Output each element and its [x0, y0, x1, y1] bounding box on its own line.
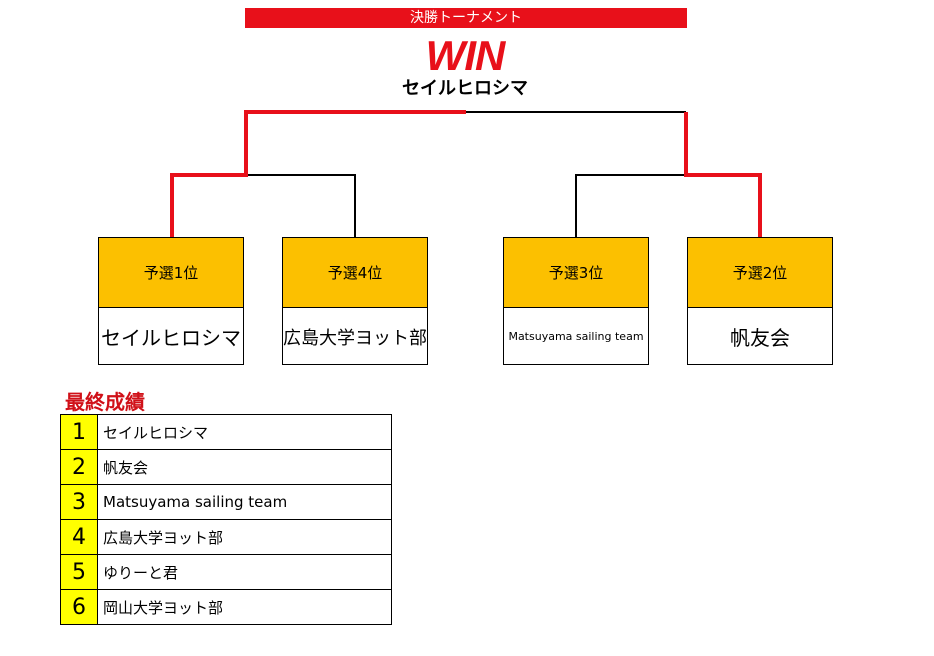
team-cell: 広島大学ヨット部	[97, 519, 392, 555]
team-cell: 岡山大学ヨット部	[97, 589, 392, 625]
table-row: 6 岡山大学ヨット部	[60, 589, 392, 625]
team-name: 広島大学ヨット部	[283, 327, 427, 349]
bracket-line-seed3	[575, 174, 686, 238]
bracket-line-seed1-win	[170, 110, 466, 238]
team-cell: ゆりーと君	[97, 554, 392, 590]
seed-label: 予選1位	[99, 238, 243, 308]
team-name: Matsuyama sailing team	[508, 330, 644, 343]
seed-label: 予選3位	[504, 238, 648, 308]
team-cell: Matsuyama sailing team	[97, 484, 392, 520]
final-results-title: 最終成績	[65, 390, 145, 414]
rank-cell: 5	[60, 554, 98, 590]
seed-label: 予選2位	[688, 238, 832, 308]
team-name: 帆友会	[730, 326, 790, 350]
table-row: 1 セイルヒロシマ	[60, 414, 392, 450]
team-box-seed3: 予選3位 Matsuyama sailing team	[503, 237, 649, 365]
rank-cell: 3	[60, 484, 98, 520]
bracket-line-seed2-win	[684, 112, 762, 238]
table-row: 2 帆友会	[60, 449, 392, 485]
team-cell: セイルヒロシマ	[97, 414, 392, 450]
team-name: セイルヒロシマ	[101, 326, 241, 350]
team-box-seed1: 予選1位 セイルヒロシマ	[98, 237, 244, 365]
table-row: 3 Matsuyama sailing team	[60, 484, 392, 520]
rank-cell: 2	[60, 449, 98, 485]
rank-cell: 1	[60, 414, 98, 450]
seed-label: 予選4位	[283, 238, 427, 308]
team-box-seed4: 予選4位 広島大学ヨット部	[282, 237, 428, 365]
bracket-line-seed4	[246, 174, 356, 238]
rank-cell: 6	[60, 589, 98, 625]
table-row: 5 ゆりーと君	[60, 554, 392, 590]
tournament-title-bar: 決勝トーナメント	[245, 8, 687, 28]
table-row: 4 広島大学ヨット部	[60, 519, 392, 555]
team-box-seed2: 予選2位 帆友会	[687, 237, 833, 365]
team-cell: 帆友会	[97, 449, 392, 485]
win-label: WIN	[425, 32, 506, 79]
winner-name: セイルヒロシマ	[402, 78, 528, 99]
rank-cell: 4	[60, 519, 98, 555]
final-results-table: 1 セイルヒロシマ 2 帆友会 3 Matsuyama sailing team…	[60, 414, 392, 625]
